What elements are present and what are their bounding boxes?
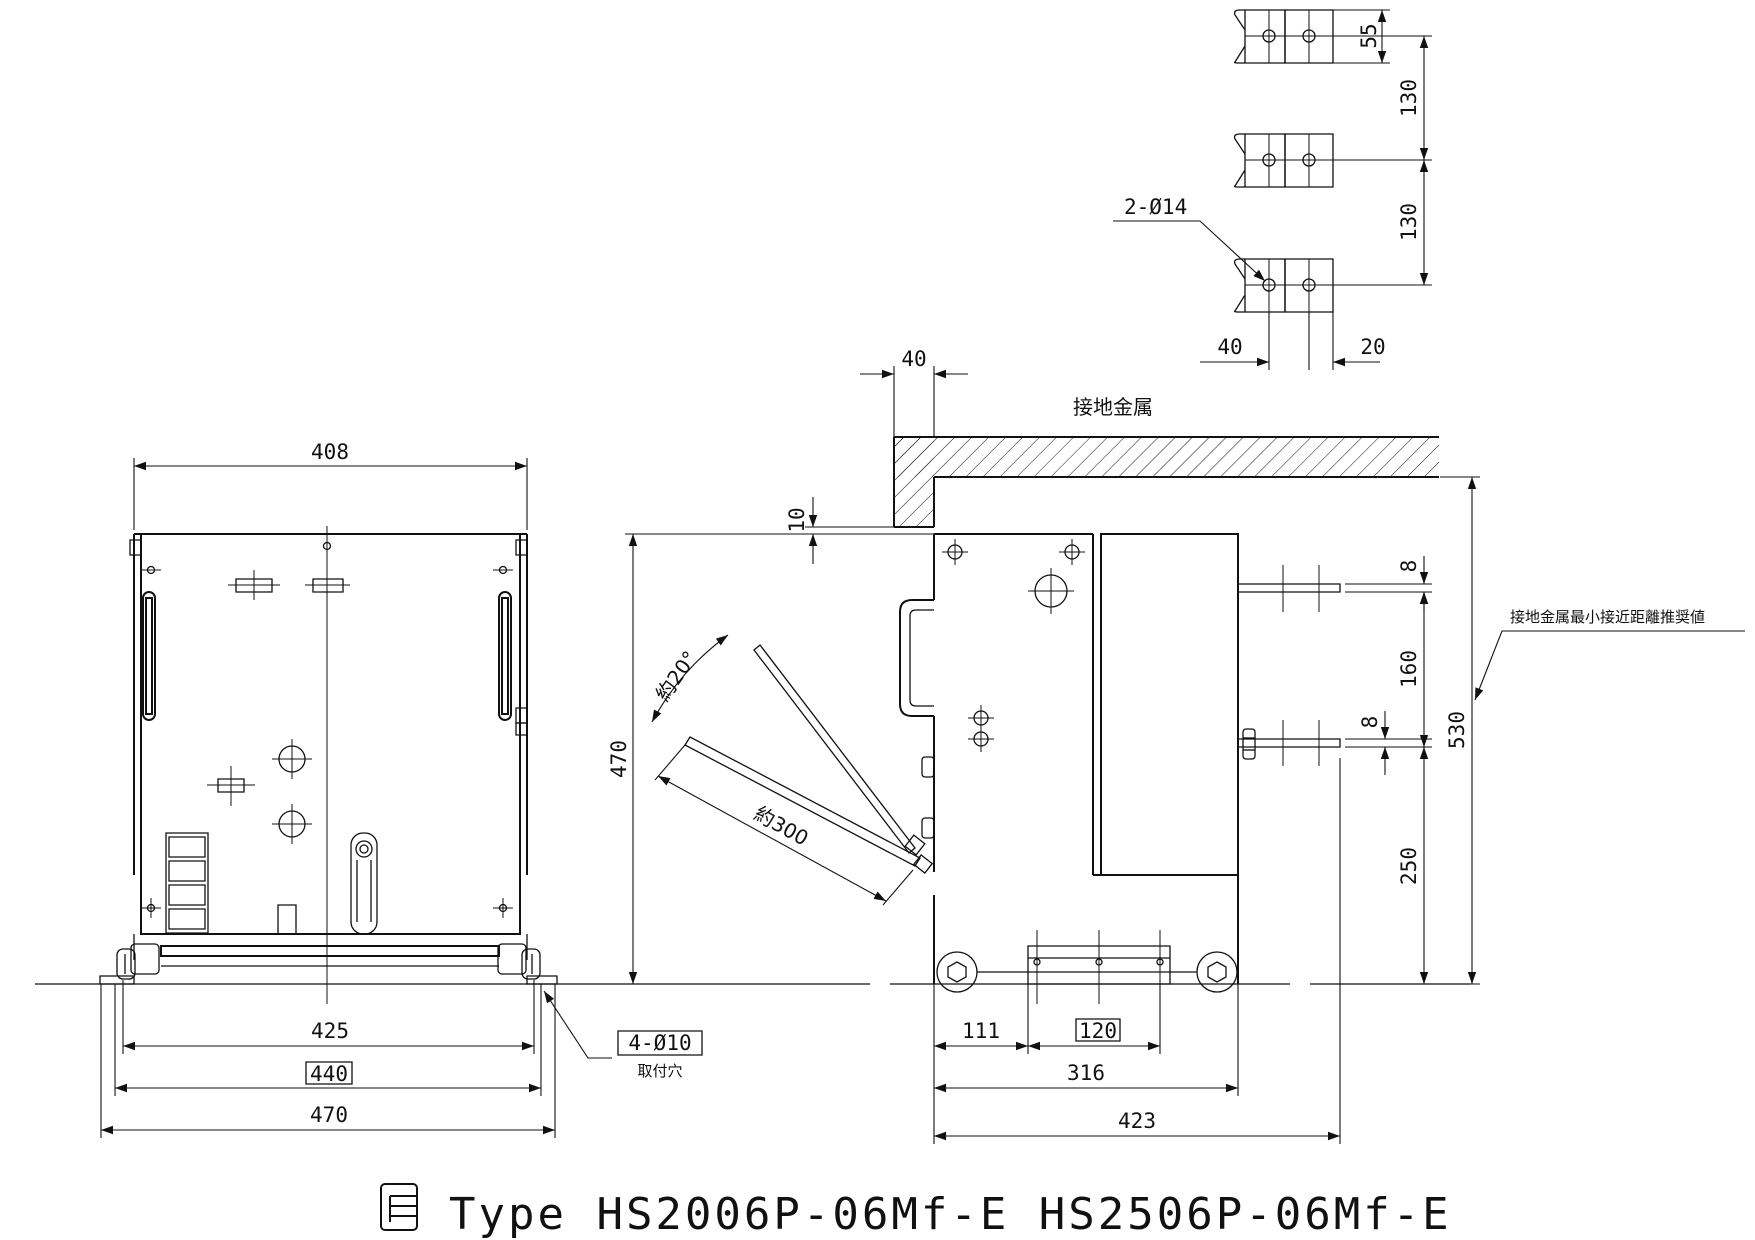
dim-bar-height: 250 bbox=[1397, 847, 1421, 885]
title-block: Type HS2006P-06Mf-E HS2506P-06Mf-E bbox=[381, 1184, 1452, 1240]
dim-bar-pitch: 160 bbox=[1397, 650, 1421, 688]
side-view bbox=[685, 437, 1439, 1004]
dim-terminal-pitch-1: 130 bbox=[1397, 79, 1421, 117]
ground-metal-label: 接地金属 bbox=[1073, 395, 1153, 419]
dim-ref-width: 440 bbox=[310, 1062, 348, 1086]
dim-bar-thickness-bottom: 8 bbox=[1358, 716, 1382, 729]
dim-clearance-top: 10 bbox=[785, 507, 809, 532]
dim-top-width: 408 bbox=[311, 440, 349, 464]
dim-ground-plate-width: 40 bbox=[901, 347, 926, 371]
dim-overall-depth: 423 bbox=[1118, 1109, 1156, 1133]
terminal-detail: 55 130 130 2-Ø14 40 20 bbox=[1113, 10, 1432, 370]
dim-overall-width: 470 bbox=[310, 1103, 348, 1127]
dim-height: 470 bbox=[607, 740, 631, 778]
dim-terminal-right: 20 bbox=[1360, 335, 1385, 359]
dim-front-offset: 111 bbox=[962, 1019, 1000, 1043]
terminal-hole-callout: 2-Ø14 bbox=[1124, 195, 1187, 219]
dim-terminal-top: 55 bbox=[1357, 23, 1381, 48]
dim-inner-width: 425 bbox=[311, 1019, 349, 1043]
dim-bar-thickness-top: 8 bbox=[1397, 560, 1421, 573]
dim-depth: 316 bbox=[1067, 1061, 1105, 1085]
company-logo-icon bbox=[381, 1184, 417, 1230]
dim-terminal-left: 40 bbox=[1217, 335, 1242, 359]
front-view bbox=[100, 526, 557, 1004]
dim-terminal-pitch-2: 130 bbox=[1397, 203, 1421, 241]
drawing-title: Type HS2006P-06Mf-E HS2506P-06Mf-E bbox=[449, 1189, 1452, 1240]
front-view-dimensions: 408 425 440 470 4-Ø10 取付穴 bbox=[101, 440, 702, 1138]
dim-angle: 約20° bbox=[651, 646, 702, 705]
dim-total-height: 530 bbox=[1445, 711, 1469, 749]
mount-hole-callout: 4-Ø10 bbox=[628, 1031, 691, 1055]
mount-hole-label: 取付穴 bbox=[637, 1062, 682, 1080]
side-view-dimensions: 40 10 470 約20° 約300 111 120 316 bbox=[607, 347, 1745, 1144]
ground-clearance-label: 接地金属最小接近距離推奨値 bbox=[1510, 608, 1705, 626]
dim-plate-ref: 120 bbox=[1079, 1019, 1117, 1043]
